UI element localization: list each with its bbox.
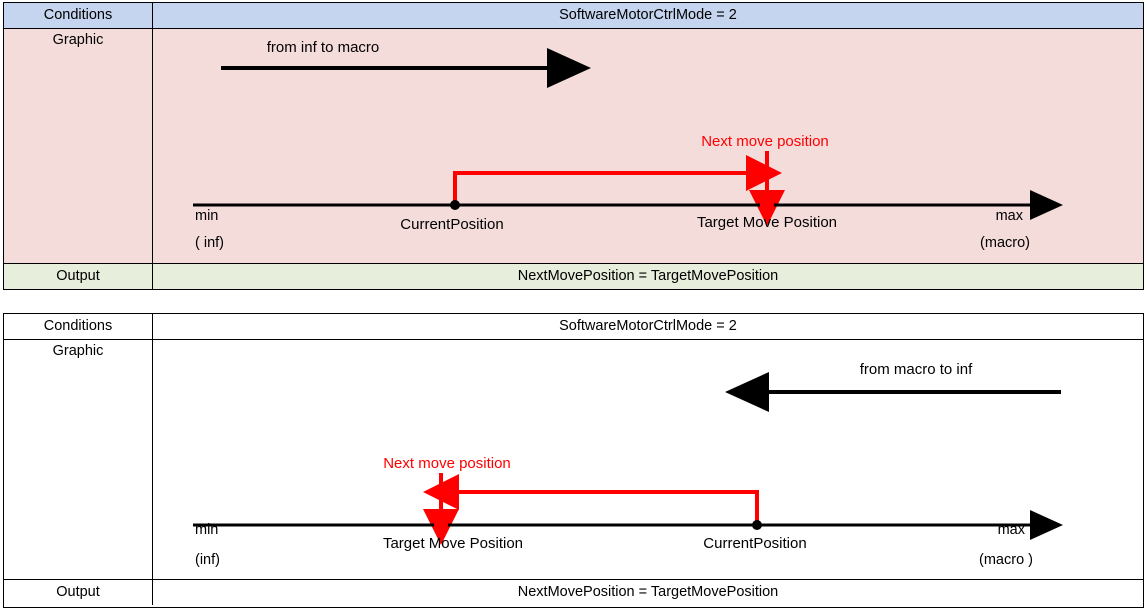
graphic-row: Graphic	[4, 340, 1143, 579]
number-line-diagram-1: from inf to macro Next move position	[193, 39, 1063, 251]
axis-min-sub-label-1: ( inf)	[195, 235, 224, 251]
current-position-dot-2	[752, 520, 762, 530]
number-line-diagram-2: from macro to inf Next move position	[193, 361, 1063, 568]
state-table-inf-to-macro: Conditions SoftwareMotorCtrlMode = 2 Gra…	[3, 2, 1144, 290]
axis-max-sub-label-2: (macro )	[979, 552, 1033, 568]
output-row-label: Output	[4, 263, 153, 289]
output-row: Output NextMovePosition = TargetMovePosi…	[4, 263, 1143, 289]
axis-min-sub-label-2: (inf)	[195, 552, 220, 568]
target-position-label-1: Target Move Position	[697, 214, 837, 231]
state-table-macro-to-inf: Conditions SoftwareMotorCtrlMode = 2 Gra…	[3, 313, 1144, 608]
axis-max-label-1: max	[996, 208, 1024, 224]
conditions-row-label: Conditions	[4, 314, 153, 340]
target-position-dot-2	[434, 518, 448, 532]
axis-max-label-2: max	[998, 522, 1026, 538]
conditions-row: Conditions SoftwareMotorCtrlMode = 2	[4, 3, 1143, 29]
output-row-value: NextMovePosition = TargetMovePosition	[153, 263, 1143, 289]
graphic-row-label: Graphic	[4, 340, 153, 579]
direction-label-2: from macro to inf	[860, 361, 973, 378]
direction-label-1: from inf to macro	[267, 39, 380, 56]
next-move-position-label-2: Next move position	[383, 455, 511, 472]
graphic-row: Graphic from inf	[4, 29, 1143, 263]
next-move-position-label-1: Next move position	[701, 133, 829, 150]
conditions-row-value: SoftwareMotorCtrlMode = 2	[153, 314, 1143, 340]
graphic-canvas-cell: from inf to macro Next move position	[153, 29, 1143, 263]
conditions-row: Conditions SoftwareMotorCtrlMode = 2	[4, 314, 1143, 340]
output-row-label: Output	[4, 579, 153, 605]
axis-max-sub-label-1: (macro)	[980, 235, 1030, 251]
current-position-label-2: CurrentPosition	[703, 535, 806, 552]
axis-min-label-2: min	[195, 522, 218, 538]
axis-min-label-1: min	[195, 208, 218, 224]
graphic-canvas-cell: from macro to inf Next move position	[153, 340, 1143, 579]
conditions-row-value: SoftwareMotorCtrlMode = 2	[153, 3, 1143, 29]
conditions-row-label: Conditions	[4, 3, 153, 29]
output-row: Output NextMovePosition = TargetMovePosi…	[4, 579, 1143, 605]
target-position-dot-1	[760, 198, 774, 212]
output-row-value: NextMovePosition = TargetMovePosition	[153, 579, 1143, 605]
graphic-row-label: Graphic	[4, 29, 153, 263]
target-position-label-2: Target Move Position	[383, 535, 523, 552]
current-position-label-1: CurrentPosition	[400, 216, 503, 233]
current-position-dot-1	[450, 200, 460, 210]
